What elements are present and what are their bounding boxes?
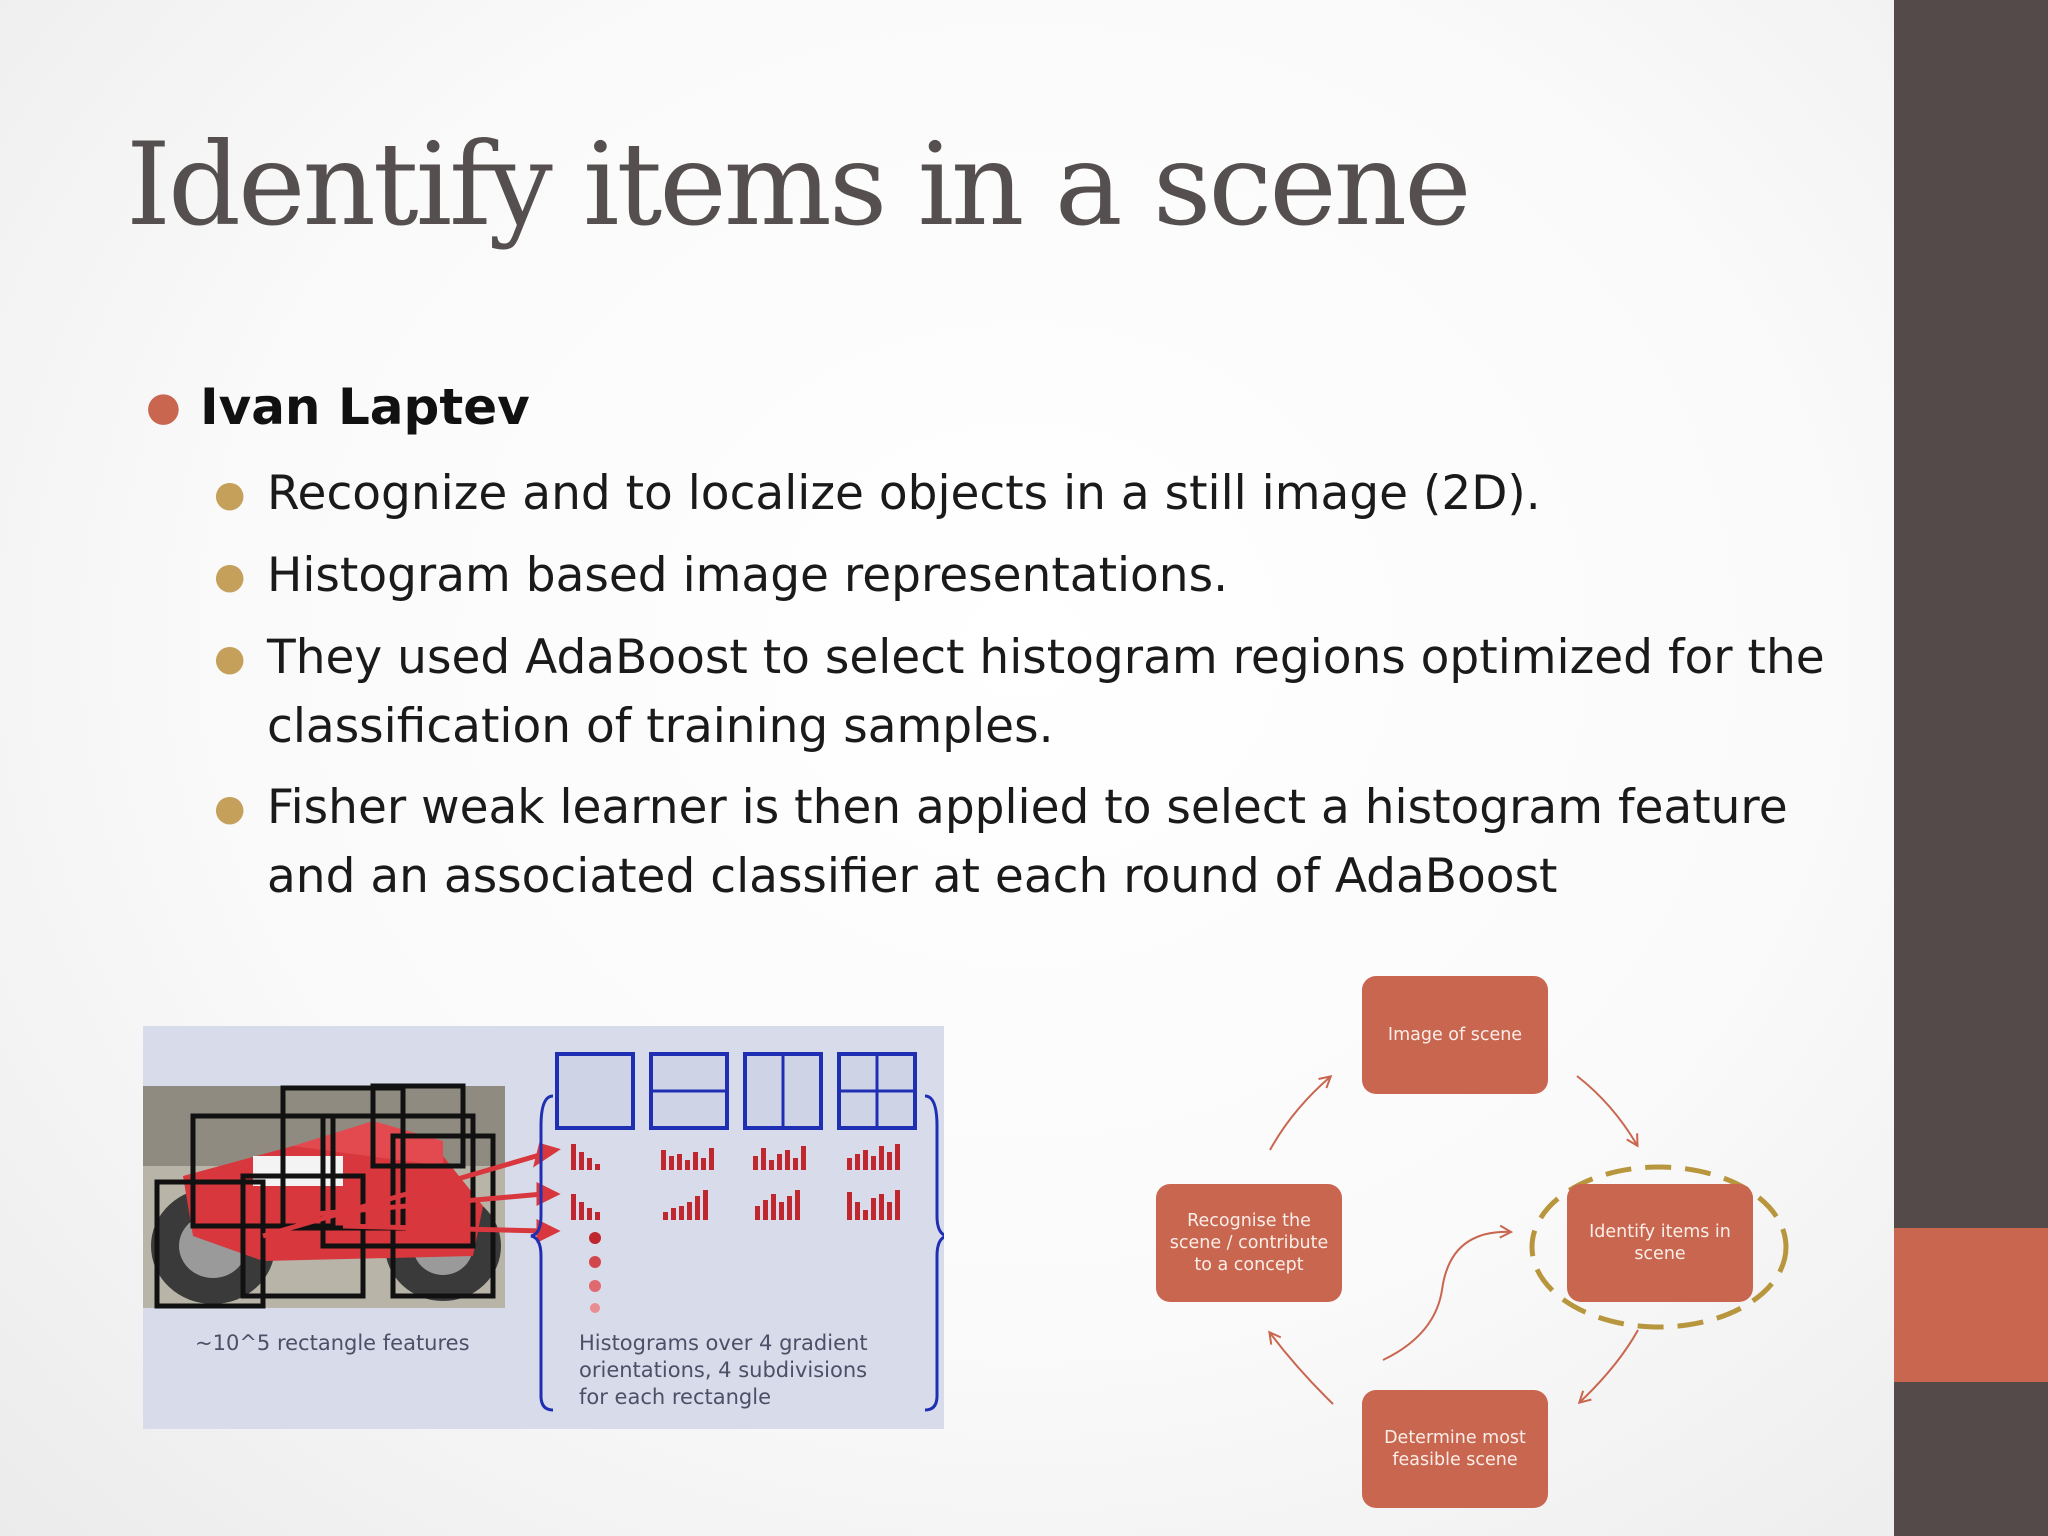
node-image-of-scene: Image of scene: [1362, 976, 1548, 1094]
node-recognise-scene: Recognise the scene / contribute to a co…: [1156, 1184, 1342, 1302]
bullet-dot: ●: [214, 638, 246, 679]
bullet-dot: ●: [146, 384, 181, 430]
arrow-determine-to-recognise: [1270, 1333, 1334, 1405]
arrow-recognise-to-image: [1269, 1077, 1330, 1151]
bullet-dot: ●: [214, 474, 246, 515]
cycle-diagram: Image of scene Identify items in scene D…: [1150, 970, 1800, 1510]
highlight-ring: [1529, 1164, 1789, 1330]
cycle-arrows: [1150, 970, 1789, 1405]
node-determine-scene: Determine most feasible scene: [1362, 1390, 1548, 1508]
sub-bullet-1: Recognize and to localize objects in a s…: [267, 466, 1541, 521]
slide-title: Identify items in a scene: [126, 118, 1472, 251]
node-identify-items: Identify items in scene: [1567, 1184, 1753, 1302]
bullet-dot: ●: [214, 788, 246, 829]
sidebar-accent-block: [1894, 1228, 2048, 1382]
bullet-dot: ●: [214, 556, 246, 597]
sub-bullet-4: Fisher weak learner is then applied to s…: [267, 780, 1788, 904]
left-caption: ~10^5 rectangle features: [195, 1331, 470, 1355]
histogram-features-figure: ~10^5 rectangle features Histograms over…: [143, 1026, 944, 1429]
features-illustration: [143, 1052, 944, 1412]
arrow-determine-to-identify: [1382, 1232, 1510, 1361]
bullet-main: Ivan Laptev: [200, 378, 530, 436]
arrow-identify-to-determine: [1580, 1329, 1639, 1402]
right-caption: Histograms over 4 gradient orientations,…: [579, 1331, 868, 1409]
sub-bullet-3: They used AdaBoost to select histogram r…: [267, 630, 1825, 754]
sub-bullet-2: Histogram based image representations.: [267, 548, 1229, 603]
arrow-image-to-identify: [1576, 1075, 1637, 1145]
